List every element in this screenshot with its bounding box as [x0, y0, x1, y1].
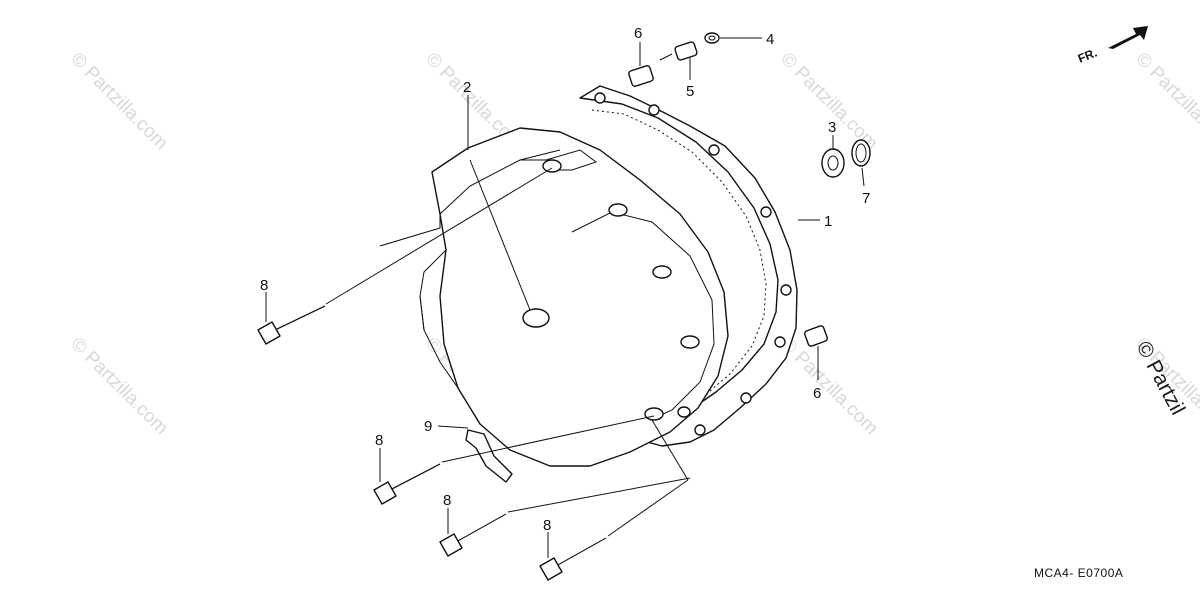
- bracket-part-9: [465, 429, 513, 483]
- callout-4[interactable]: 4: [766, 31, 774, 48]
- arrow-icon: [1108, 26, 1148, 49]
- leader-lines: [265, 37, 865, 558]
- callout-9[interactable]: 9: [424, 418, 432, 435]
- washer-part-4: [704, 32, 720, 44]
- bolt-part-8: [539, 537, 607, 581]
- cover-boss: [542, 159, 700, 421]
- collar-part-6-top: [628, 65, 654, 87]
- watermark-text: © Partzilla.com: [66, 334, 171, 439]
- callout-8-middle[interactable]: 8: [375, 432, 383, 449]
- callout-labels: 1 2 3 4 5 6 6 7 8 8 8 8 9: [260, 25, 870, 534]
- watermark-text: © Partzilla.com: [1131, 49, 1200, 154]
- gasket-part-1: [579, 85, 798, 447]
- cover-part-2: [379, 127, 729, 467]
- watermark-text: © Partzilla.com: [776, 334, 881, 439]
- diagram-code: MCA4- E0700A: [1034, 566, 1123, 580]
- assembly-lines: [325, 53, 691, 537]
- callout-7[interactable]: 7: [862, 190, 870, 207]
- callout-6-right[interactable]: 6: [813, 385, 821, 402]
- bolt-part-8: [373, 463, 441, 505]
- bearing-part-3: [821, 148, 845, 178]
- callout-8-bottom[interactable]: 8: [543, 517, 551, 534]
- callout-1[interactable]: 1: [824, 213, 832, 230]
- callout-8-top[interactable]: 8: [260, 277, 268, 294]
- callout-6-top[interactable]: 6: [634, 25, 642, 42]
- bolt-part-8: [257, 305, 326, 345]
- bolt-part-8: [439, 513, 507, 557]
- collar-part-5: [674, 41, 698, 61]
- front-direction-arrow: FR.: [1076, 26, 1148, 66]
- callout-8-lower[interactable]: 8: [443, 492, 451, 509]
- watermark-text: © Partzilla.com: [66, 49, 171, 154]
- callout-2[interactable]: 2: [463, 79, 471, 96]
- front-label: FR.: [1076, 46, 1099, 66]
- circlip-part-7: [851, 139, 871, 167]
- callout-5[interactable]: 5: [686, 83, 694, 100]
- collar-part-6-right: [804, 325, 828, 347]
- callout-3[interactable]: 3: [828, 119, 836, 136]
- watermark-text: © Partzilla.com: [776, 49, 881, 154]
